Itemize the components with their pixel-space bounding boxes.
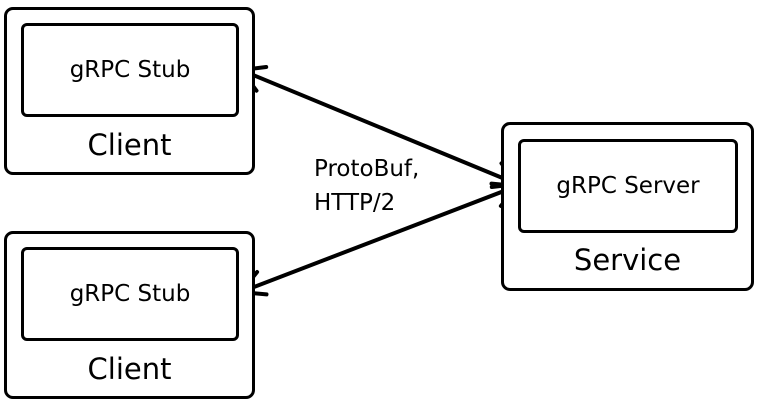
client-box-2: gRPC Stub Client [4,231,255,399]
protocol-label: ProtoBuf, HTTP/2 [314,152,419,220]
arrow-client2-server [239,184,519,294]
grpc-stub-label-1: gRPC Stub [69,57,191,83]
client-box-1: gRPC Stub Client [4,7,255,175]
grpc-stub-label-2: gRPC Stub [69,281,191,307]
service-box: gRPC Server Service [501,122,754,291]
grpc-server-label: gRPC Server [556,173,700,199]
grpc-server-box: gRPC Server [518,139,738,233]
grpc-stub-box-1: gRPC Stub [21,23,239,117]
arrow-client1-server [239,68,519,186]
protocol-line-1: ProtoBuf, [314,156,420,182]
protocol-line-2: HTTP/2 [314,190,396,216]
service-caption: Service [573,243,682,277]
client-caption-2: Client [87,352,172,386]
client-caption-1: Client [87,128,172,162]
grpc-stub-box-2: gRPC Stub [21,247,239,341]
